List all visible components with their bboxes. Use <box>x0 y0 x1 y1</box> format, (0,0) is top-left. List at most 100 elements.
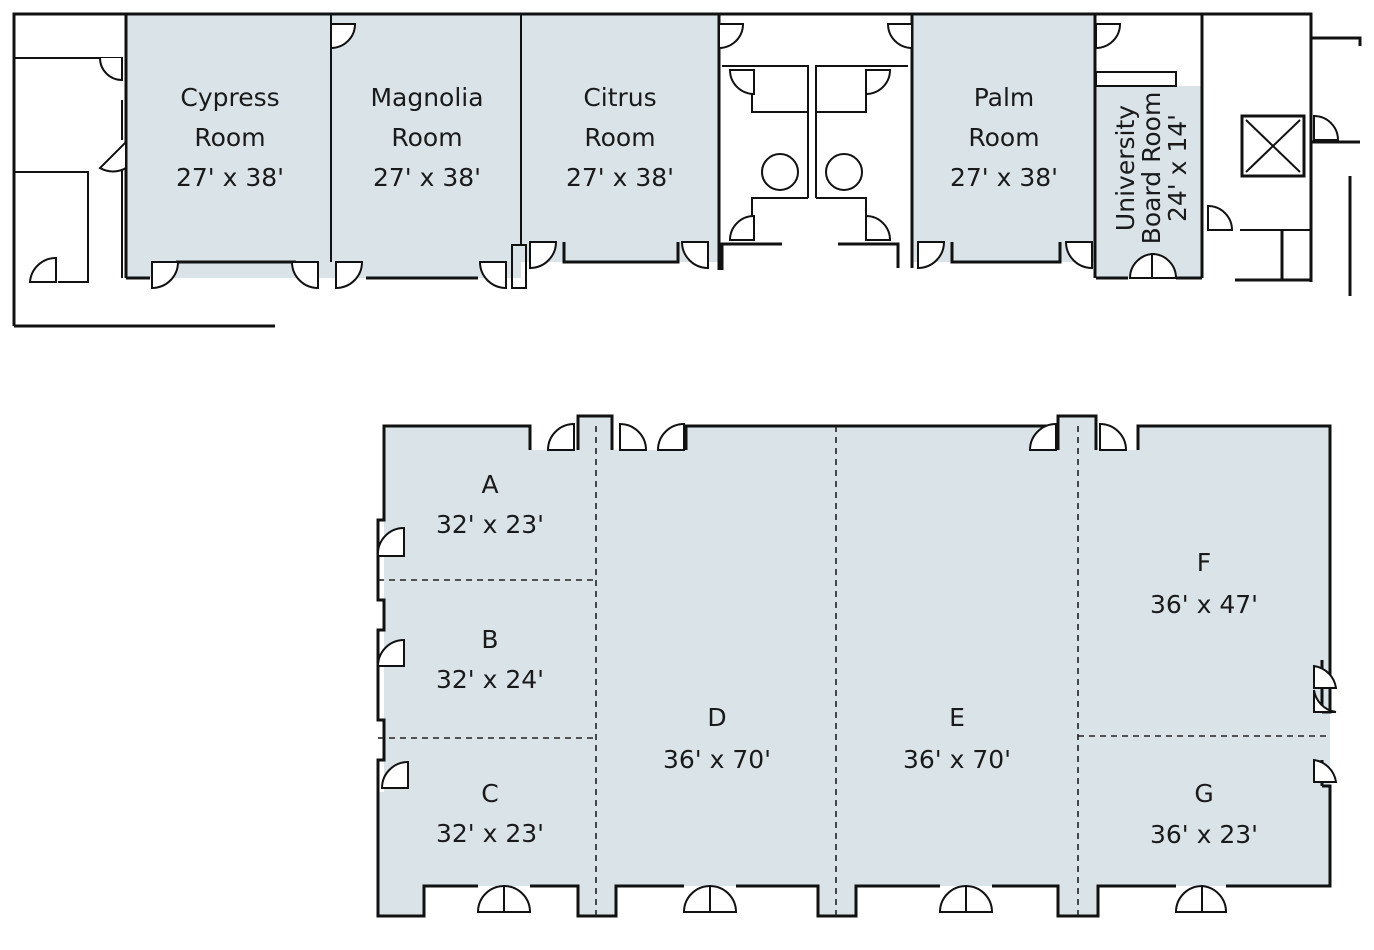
door-citrus-north[interactable] <box>718 23 745 50</box>
section-g-size: 36' x 23' <box>1150 820 1258 849</box>
door-palm-north[interactable] <box>886 23 913 50</box>
door-d-south-1[interactable] <box>682 884 711 913</box>
door-palm-south-1[interactable] <box>917 241 946 270</box>
stall-right-bottom <box>816 197 867 220</box>
board-room-label: University Board Room 24' x 14' <box>1111 92 1192 245</box>
door-e-north-1[interactable] <box>1028 422 1057 451</box>
section-e-size: 36' x 70' <box>903 745 1011 774</box>
door-c-south-1[interactable] <box>476 884 505 913</box>
board-line2: Board Room <box>1137 92 1166 245</box>
elevator-box <box>1240 114 1306 178</box>
cypress-room[interactable] <box>126 14 331 278</box>
palm-name: Palm <box>974 83 1035 112</box>
door-d-south-2[interactable] <box>709 884 738 913</box>
door-palm-south-2[interactable] <box>1064 241 1093 270</box>
stall-right-top <box>816 92 867 113</box>
ballroom-north-column <box>576 414 614 450</box>
palm-type: Room <box>968 123 1039 152</box>
restroom-south-wall-2 <box>838 242 900 268</box>
board-room-counter <box>1095 71 1177 87</box>
door-d-north-2[interactable] <box>656 422 685 451</box>
door-f-east-1[interactable] <box>1313 664 1338 689</box>
door-cypress-west[interactable] <box>98 139 127 173</box>
upper-floor: Cypress Room 27' x 38' Magnolia Room 27'… <box>12 12 1362 328</box>
board-room[interactable] <box>1096 86 1202 278</box>
stall-left-bottom <box>751 197 808 220</box>
elevator-x-2 <box>1245 119 1301 173</box>
door-a-west[interactable] <box>376 526 405 557</box>
section-a-letter: A <box>481 470 498 499</box>
section-a-size: 32' x 23' <box>436 510 544 539</box>
door-e-south-1[interactable] <box>938 884 967 913</box>
section-f-letter: F <box>1197 548 1211 577</box>
door-board-north[interactable] <box>1095 23 1122 50</box>
section-b-size: 32' x 24' <box>436 665 544 694</box>
restroom-core <box>722 65 809 198</box>
ballroom-north-wall-2 <box>684 424 1058 450</box>
board-line1: University <box>1111 105 1140 231</box>
door-g-south-2[interactable] <box>1201 884 1228 913</box>
door-b-west[interactable] <box>376 638 405 667</box>
door-restroom-left-bottom[interactable] <box>728 214 755 241</box>
door-service[interactable] <box>99 57 123 82</box>
door-g-south-1[interactable] <box>1174 884 1203 913</box>
palm-room[interactable] <box>912 14 1095 262</box>
door-g-east[interactable] <box>1313 758 1338 783</box>
ballroom: A 32' x 23' B 32' x 24' C 32' x 23' D 36… <box>376 414 1338 918</box>
door-magnolia-south-1[interactable] <box>335 261 364 290</box>
ballroom-south-wall-4 <box>1226 784 1332 888</box>
sink-left <box>761 153 799 191</box>
citrus-room[interactable] <box>521 14 719 262</box>
door-magnolia-north[interactable] <box>330 23 357 50</box>
door-c-west[interactable] <box>380 760 409 789</box>
magnolia-size: 27' x 38' <box>373 163 481 192</box>
ballroom-north-wall <box>1056 414 1098 450</box>
section-b-letter: B <box>481 625 498 654</box>
door-d-north-1[interactable] <box>619 422 648 451</box>
door-f-north-1[interactable] <box>1099 422 1128 451</box>
door-citrus-south-1[interactable] <box>529 241 558 270</box>
citrus-type: Room <box>584 123 655 152</box>
door-closet[interactable] <box>28 256 57 283</box>
door-e-south-2[interactable] <box>965 884 994 913</box>
cypress-name: Cypress <box>180 83 279 112</box>
corridor-column <box>511 244 527 289</box>
section-g-letter: G <box>1194 779 1213 808</box>
ballroom-south-wall-1 <box>530 884 684 918</box>
restroom-south-wall <box>720 242 782 270</box>
door-restroom-right-top[interactable] <box>865 69 892 96</box>
section-d-letter: D <box>707 703 726 732</box>
door-restroom-left-top[interactable] <box>728 69 755 96</box>
magnolia-name: Magnolia <box>370 83 483 112</box>
palm-south-wall <box>950 242 1062 264</box>
door-east-exterior[interactable] <box>1313 114 1340 141</box>
door-cypress-south-1[interactable] <box>151 261 180 290</box>
ballroom-outer-wall <box>376 424 532 918</box>
cypress-type: Room <box>194 123 265 152</box>
citrus-name: Citrus <box>583 83 656 112</box>
ballroom-south-wall-2 <box>736 884 940 918</box>
section-d-size: 36' x 70' <box>663 745 771 774</box>
section-c-size: 32' x 23' <box>436 819 544 848</box>
citrus-size: 27' x 38' <box>566 163 674 192</box>
section-c-letter: C <box>481 779 498 808</box>
door-cypress-south-2[interactable] <box>290 261 319 290</box>
ballroom-floor[interactable] <box>378 416 1330 916</box>
cypress-size: 27' x 38' <box>176 163 284 192</box>
door-east-stair[interactable] <box>1207 204 1234 231</box>
door-magnolia-south-2[interactable] <box>478 261 507 290</box>
board-size: 24' x 14' <box>1163 114 1192 222</box>
door-citrus-south-2[interactable] <box>680 241 709 270</box>
stall-left-top <box>751 92 808 113</box>
door-a-north-1[interactable] <box>546 422 575 451</box>
door-f-east-2[interactable] <box>1313 689 1337 713</box>
section-e-letter: E <box>949 703 965 732</box>
magnolia-room[interactable] <box>331 14 521 278</box>
door-restroom-right-bottom[interactable] <box>865 214 892 241</box>
sink-right <box>825 153 863 191</box>
door-board-south-2[interactable] <box>1151 252 1178 279</box>
citrus-south-wall <box>562 242 680 264</box>
door-c-south-2[interactable] <box>503 884 532 913</box>
upper-north-wall <box>12 12 1313 326</box>
service-closet <box>14 171 89 283</box>
